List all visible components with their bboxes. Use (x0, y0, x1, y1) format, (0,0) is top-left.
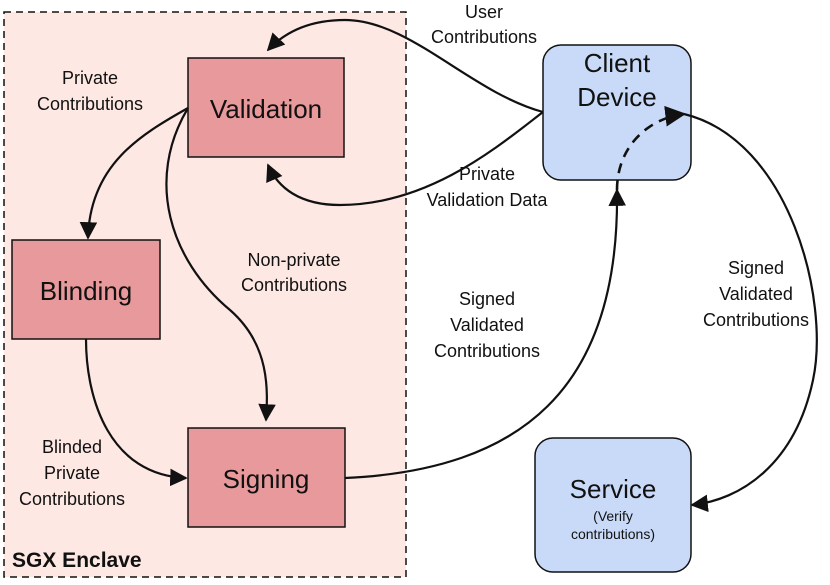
edge-private-contributions (79, 107, 189, 240)
svg-text:Contributions: Contributions (703, 310, 809, 330)
blinding-node: Blinding (11, 239, 161, 340)
edge-signed-validated-to-service (683, 112, 818, 513)
svg-text:Contributions: Contributions (19, 489, 125, 509)
svg-text:Contributions: Contributions (434, 341, 540, 361)
signing-node: Signing (187, 427, 346, 528)
svg-text:Blinded: Blinded (42, 437, 102, 457)
label-private-validation-data: Private Validation Data (427, 164, 549, 210)
service-node: Service (Verify contributions) (534, 437, 692, 573)
label-non-private-contributions: Non-private Contributions (241, 250, 347, 295)
label-private-contributions: Private Contributions (37, 68, 143, 114)
client-device-label-line2: Device (577, 82, 656, 112)
edge-dashed-client-internal (615, 105, 687, 191)
validation-node: Validation (187, 57, 345, 158)
client-device-label-line1: Client (584, 48, 651, 78)
service-label: Service (570, 474, 657, 504)
svg-text:Private: Private (44, 463, 100, 483)
edge-blinded-private-contributions (84, 338, 188, 487)
edge-user-contributions (266, 18, 544, 114)
label-signed-validated-contributions-right: Signed Validated Contributions (703, 258, 809, 330)
svg-text:Signed: Signed (459, 289, 515, 309)
edge-private-validation-data (266, 111, 544, 207)
edge-signed-validated-to-client (344, 188, 627, 480)
blinding-label: Blinding (40, 276, 133, 306)
svg-text:Validated: Validated (450, 315, 524, 335)
svg-text:Private: Private (459, 164, 515, 184)
edge-non-private-contributions (165, 107, 276, 422)
label-user-contributions: User Contributions (431, 2, 537, 47)
validation-label: Validation (210, 94, 322, 124)
service-sublabel-line2: contributions) (571, 526, 655, 542)
label-blinded-private-contributions: Blinded Private Contributions (19, 437, 125, 509)
label-signed-validated-contributions-left: Signed Validated Contributions (434, 289, 540, 361)
svg-text:Contributions: Contributions (37, 94, 143, 114)
svg-text:Validated: Validated (719, 284, 793, 304)
sgx-enclave-label: SGX Enclave (12, 549, 142, 572)
signing-label: Signing (223, 464, 310, 494)
svg-text:Contributions: Contributions (241, 275, 347, 295)
client-device-node: Client Device (542, 44, 692, 181)
svg-text:Non-private: Non-private (247, 250, 340, 270)
service-sublabel-line1: (Verify (593, 508, 633, 524)
svg-text:Signed: Signed (728, 258, 784, 278)
svg-text:User: User (465, 2, 503, 22)
svg-text:Validation Data: Validation Data (427, 190, 549, 210)
svg-text:Private: Private (62, 68, 118, 88)
svg-text:Contributions: Contributions (431, 27, 537, 47)
